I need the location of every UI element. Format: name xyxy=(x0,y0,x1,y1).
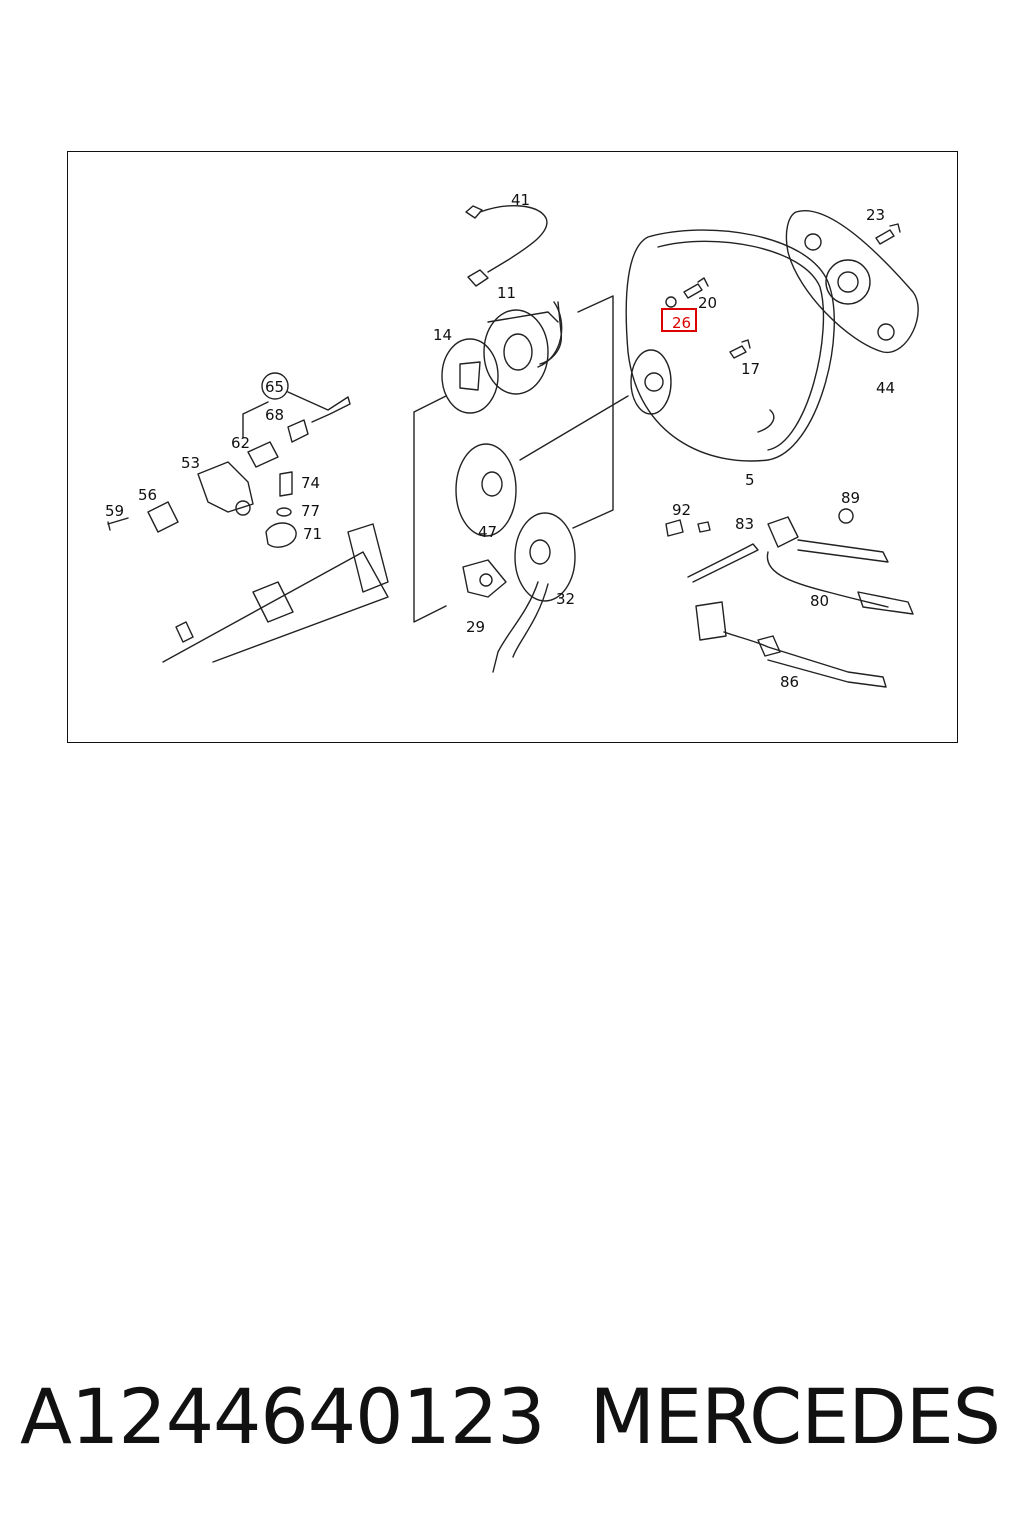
plate-14 xyxy=(441,338,499,414)
airbag-module-44 xyxy=(785,210,919,353)
lock-cylinder xyxy=(235,500,251,516)
label-89: 89 xyxy=(841,489,860,507)
label-83: 83 xyxy=(735,515,754,533)
part-number: A1244640123 xyxy=(20,1372,546,1461)
bushing-68 xyxy=(287,419,309,443)
label-53: 53 xyxy=(181,454,200,472)
steering-column-tube xyxy=(162,523,389,663)
label-86: 86 xyxy=(780,673,799,691)
leader-65 xyxy=(242,401,269,439)
key-circle-65 xyxy=(261,372,289,400)
label-74: 74 xyxy=(301,474,320,492)
footer: A1244640123 MERCEDES xyxy=(0,1372,1024,1472)
label-29: 29 xyxy=(466,618,485,636)
sensor-29 xyxy=(462,559,507,598)
label-41: 41 xyxy=(511,191,530,209)
label-65: 65 xyxy=(265,378,284,396)
clock-spring-11 xyxy=(483,301,563,395)
label-26-highlighted: 26 xyxy=(672,314,691,332)
screw-17 xyxy=(729,339,751,359)
part-83 xyxy=(687,543,759,583)
label-23: 23 xyxy=(866,206,885,224)
key-65 xyxy=(287,391,351,423)
label-56: 56 xyxy=(138,486,157,504)
switch-92 xyxy=(665,519,711,537)
combination-switch-80 xyxy=(766,516,914,615)
washer-77 xyxy=(276,507,292,517)
steering-column-diagram: 41 11 14 20 17 23 44 5 65 68 62 53 56 59… xyxy=(105,191,919,691)
highlight-box-26[interactable] xyxy=(661,308,697,332)
nut-26 xyxy=(665,296,677,308)
screw-20 xyxy=(683,277,709,299)
label-62: 62 xyxy=(231,434,250,452)
label-92: 92 xyxy=(672,501,691,519)
leader-line xyxy=(519,395,629,461)
clamp-71 xyxy=(265,522,297,548)
label-17: 17 xyxy=(741,360,760,378)
label-11: 11 xyxy=(497,284,516,302)
label-80: 80 xyxy=(810,592,829,610)
label-20: 20 xyxy=(698,294,717,312)
ring-47 xyxy=(455,443,517,537)
label-68: 68 xyxy=(265,406,284,424)
cable-41 xyxy=(465,205,548,287)
bolt-74 xyxy=(279,471,293,497)
ignition-lock-53 xyxy=(197,461,254,513)
bracket-left xyxy=(413,395,447,623)
label-59: 59 xyxy=(105,502,124,520)
steering-wheel-5 xyxy=(625,229,835,462)
label-44: 44 xyxy=(876,379,895,397)
bracket-right xyxy=(572,295,614,529)
label-71: 71 xyxy=(303,525,322,543)
label-77: 77 xyxy=(301,502,320,520)
label-14: 14 xyxy=(433,326,452,344)
label-5: 5 xyxy=(745,471,755,489)
coil-32 xyxy=(492,512,576,673)
switch-56 xyxy=(147,501,179,533)
bolt-89 xyxy=(838,508,854,524)
part-62 xyxy=(247,441,279,468)
screw-23 xyxy=(875,223,901,245)
switch-86 xyxy=(695,601,887,688)
screw-59 xyxy=(107,517,129,531)
label-32: 32 xyxy=(556,590,575,608)
brand-name: MERCEDES xyxy=(589,1372,1001,1461)
label-47: 47 xyxy=(478,523,497,541)
diagram-frame: 41 11 14 20 17 23 44 5 65 68 62 53 56 59… xyxy=(67,151,958,743)
